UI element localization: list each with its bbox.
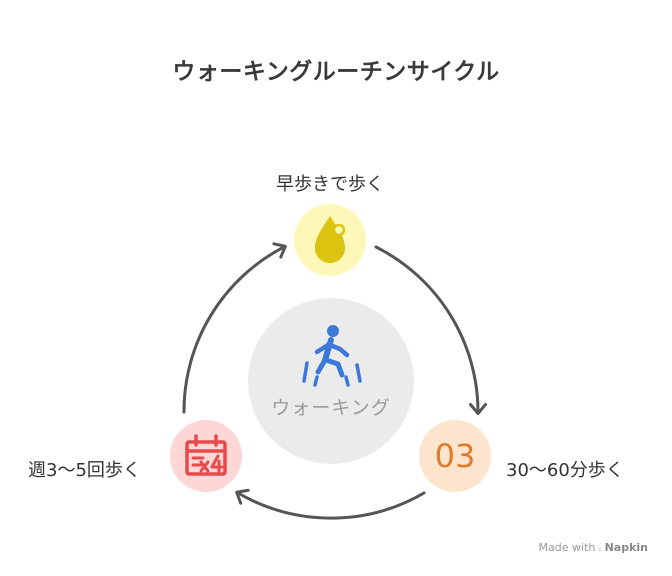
pedestrian-crossing-icon [302, 325, 362, 387]
arrow-top-to-right [374, 245, 487, 415]
page-title: ウォーキングルーチンサイクル [172, 59, 500, 85]
credit-brand: Napkin [604, 541, 648, 554]
step-3-label: 週3〜5回歩く [28, 460, 141, 481]
credit-prefix: Made with [538, 541, 596, 554]
arrow-left-to-top [182, 242, 287, 414]
arrow-right-to-left [235, 488, 426, 520]
step-3-circle [170, 420, 242, 492]
number-03-icon: 03 [434, 437, 476, 475]
napkin-logo-icon: ⨾ [598, 541, 602, 554]
step-1-label: 早歩きで歩く [276, 174, 384, 195]
drop-icon [315, 216, 346, 263]
napkin-credit[interactable]: Made with ⨾ Napkin [539, 541, 648, 555]
calendar-x4-icon [185, 434, 227, 476]
step-2-label: 30〜60分歩く [506, 460, 624, 481]
center-circle [248, 298, 414, 464]
center-label: ウォーキング [271, 397, 391, 419]
step-2-circle [419, 420, 491, 492]
